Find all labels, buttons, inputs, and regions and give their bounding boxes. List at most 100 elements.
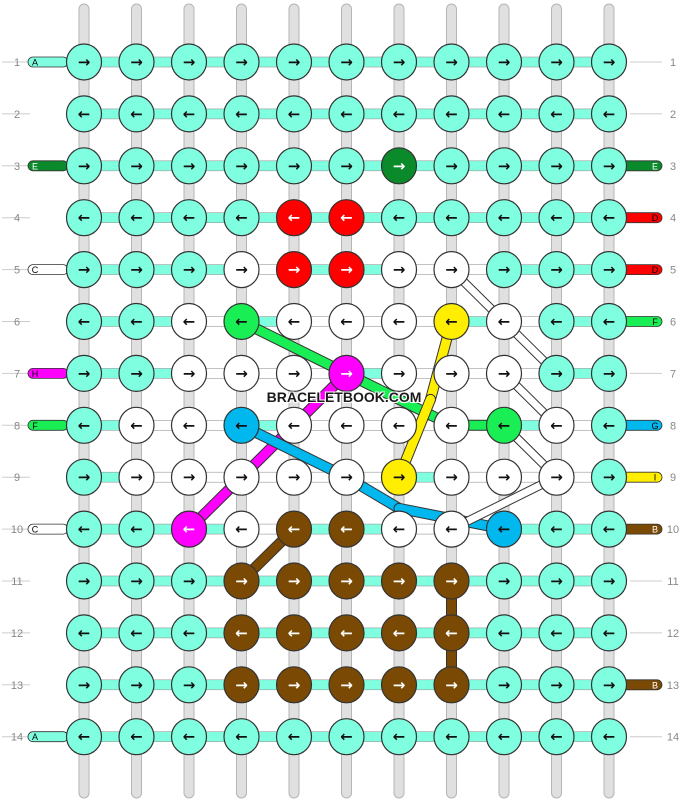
- knot: →: [590, 562, 628, 600]
- knot-oval: [538, 95, 575, 133]
- knot-oval: [223, 666, 260, 704]
- knot: →: [328, 458, 365, 496]
- knot-oval: [433, 510, 470, 548]
- forward-arrow-icon: →: [288, 364, 301, 382]
- knot-oval: [433, 718, 470, 756]
- knot: ←: [275, 406, 313, 444]
- backward-arrow-icon: ←: [498, 624, 511, 642]
- knot: ←: [485, 302, 523, 341]
- knot: →: [118, 43, 155, 81]
- backward-arrow-icon: ←: [288, 105, 301, 123]
- knot: ←: [65, 614, 103, 652]
- forward-arrow-icon: →: [78, 676, 91, 694]
- knot-oval: [328, 458, 365, 496]
- row-number-left: 4: [14, 213, 20, 225]
- forward-arrow-icon: →: [235, 157, 248, 175]
- backward-arrow-icon: ←: [340, 520, 353, 538]
- knot-oval: [590, 199, 628, 237]
- backward-arrow-icon: ←: [393, 105, 406, 123]
- knot-oval: [275, 43, 313, 81]
- knot: ←: [223, 302, 260, 341]
- forward-arrow-icon: →: [288, 572, 301, 590]
- knot: →: [118, 458, 155, 496]
- knot-oval: [538, 251, 575, 289]
- forward-arrow-icon: →: [288, 468, 301, 486]
- knot-oval: [328, 510, 365, 548]
- knot-oval: [485, 614, 523, 652]
- knot-oval: [223, 406, 260, 444]
- row-number-right: 12: [667, 628, 679, 640]
- knot: ←: [590, 199, 628, 237]
- knot-oval: [328, 147, 365, 185]
- row-number-left: 3: [14, 161, 20, 173]
- forward-arrow-icon: →: [393, 676, 406, 694]
- knot-oval: [538, 302, 575, 341]
- knot-oval: [485, 147, 523, 185]
- backward-arrow-icon: ←: [78, 416, 91, 434]
- backward-arrow-icon: ←: [550, 416, 563, 434]
- forward-arrow-icon: →: [183, 53, 196, 71]
- knot-oval: [433, 666, 470, 704]
- forward-arrow-icon: →: [78, 364, 91, 382]
- knot: →: [538, 251, 575, 289]
- knot: ←: [380, 718, 418, 756]
- knot-oval: [433, 199, 470, 237]
- knot-oval: [328, 718, 365, 756]
- forward-arrow-icon: →: [603, 468, 616, 486]
- knot: ←: [223, 614, 260, 652]
- forward-arrow-icon: →: [288, 53, 301, 71]
- knot: ←: [485, 614, 523, 652]
- knot: →: [65, 251, 103, 289]
- knot-oval: [118, 718, 155, 756]
- knot-oval: [380, 458, 418, 496]
- backward-arrow-icon: ←: [550, 313, 563, 331]
- knot: ←: [170, 95, 208, 133]
- backward-arrow-icon: ←: [183, 105, 196, 123]
- knot: →: [590, 666, 628, 704]
- forward-arrow-icon: →: [78, 468, 91, 486]
- knot: ←: [485, 406, 523, 444]
- row-number-left: 11: [11, 576, 22, 588]
- row-number-left: 9: [14, 472, 20, 484]
- forward-arrow-icon: →: [393, 53, 406, 71]
- knot: ←: [433, 510, 470, 548]
- forward-arrow-icon: →: [183, 261, 196, 279]
- knot-oval: [170, 562, 208, 600]
- knot-oval: [328, 562, 365, 600]
- backward-arrow-icon: ←: [550, 520, 563, 538]
- knot: →: [328, 43, 365, 81]
- knot-oval: [118, 95, 155, 133]
- knot-oval: [328, 43, 365, 81]
- row-number-left: 14: [11, 732, 23, 744]
- forward-arrow-icon: →: [340, 676, 353, 694]
- knot-oval: [170, 718, 208, 756]
- forward-arrow-icon: →: [498, 468, 511, 486]
- knot-oval: [170, 510, 208, 548]
- backward-arrow-icon: ←: [183, 624, 196, 642]
- knot-oval: [65, 43, 103, 81]
- knot: →: [590, 43, 628, 81]
- backward-arrow-icon: ←: [288, 416, 301, 434]
- knot: ←: [118, 510, 155, 548]
- knot: ←: [275, 95, 313, 133]
- forward-arrow-icon: →: [235, 364, 248, 382]
- knot-oval: [485, 718, 523, 756]
- backward-arrow-icon: ←: [603, 520, 616, 538]
- knot: →: [118, 666, 155, 704]
- backward-arrow-icon: ←: [550, 624, 563, 642]
- knot-oval: [275, 718, 313, 756]
- knot: ←: [170, 199, 208, 237]
- forward-arrow-icon: →: [603, 572, 616, 590]
- forward-arrow-icon: →: [78, 572, 91, 590]
- left-thread-end-label: A: [32, 732, 38, 742]
- right-thread-end-label: E: [652, 161, 658, 171]
- knot: →: [380, 666, 418, 704]
- knot-oval: [65, 199, 103, 237]
- forward-arrow-icon: →: [445, 676, 458, 694]
- backward-arrow-icon: ←: [235, 624, 248, 642]
- knot-oval: [380, 302, 418, 341]
- knot: →: [485, 43, 523, 81]
- forward-arrow-icon: →: [183, 468, 196, 486]
- knot-oval: [65, 614, 103, 652]
- backward-arrow-icon: ←: [340, 728, 353, 746]
